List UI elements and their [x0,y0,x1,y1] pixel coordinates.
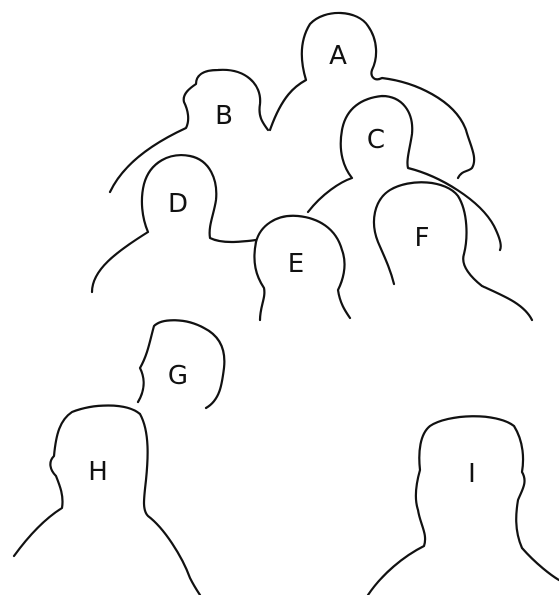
figure-e-label: E [288,249,304,279]
figure-f-label: F [415,223,430,253]
figure-h-label: H [88,457,108,487]
figure-c-label: C [367,125,385,155]
figure-d-label: D [168,189,188,219]
figure-a-label: A [329,41,347,71]
figure-i-label: I [468,459,476,489]
figure-g-label: G [168,361,188,391]
figure-b-label: B [215,101,233,131]
